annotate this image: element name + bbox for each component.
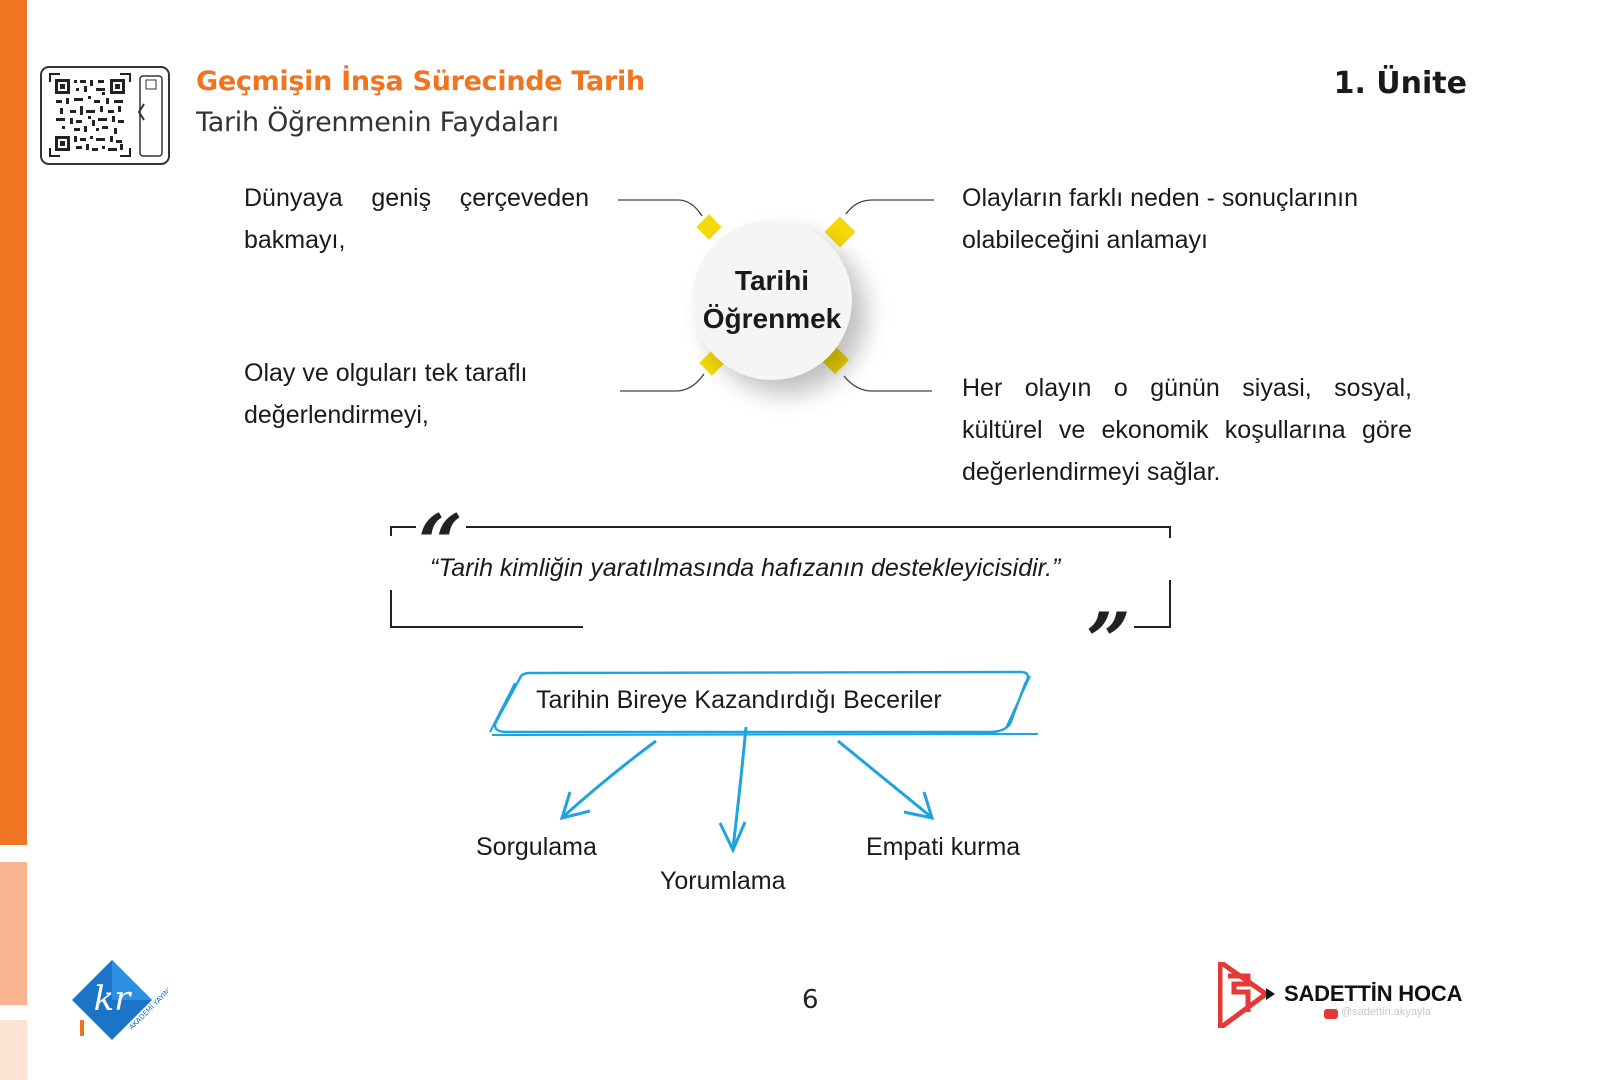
mindmap-top-left: Dünyaya geniş çerçeveden bakmayı, — [244, 184, 589, 254]
page-subtitle: Tarih Öğrenmenin Faydaları — [196, 107, 559, 138]
connector-bottom-left — [620, 373, 705, 392]
side-accent-bar-pale — [0, 1020, 27, 1080]
mindmap-bottom-left: Olay ve olguları tek taraflı değerlendir… — [244, 359, 528, 429]
unit-label: 1. Ünite — [1333, 66, 1467, 101]
arrow-sorgulama — [563, 739, 657, 818]
play-icon — [1266, 988, 1275, 1000]
connector-diamond-tr — [824, 216, 856, 248]
quote-frame-bottom — [390, 580, 1171, 628]
arrow-empati — [837, 739, 931, 818]
arrow-yorumlama — [731, 726, 748, 849]
mindmap-bottom-right: Her olayın o günün siyasi, sosyal, kültü… — [962, 374, 1412, 486]
skills-title: Tarihin Bireye Kazandırdığı Beceriler — [536, 686, 942, 714]
quote-text: “Tarih kimliğin yaratılmasında hafızanın… — [430, 554, 1061, 582]
skills-box-outline — [493, 670, 1030, 734]
mindmap-center-line-2: Öğrenmek — [702, 303, 842, 334]
skill-item: Empati kurma — [866, 833, 1021, 861]
youtube-icon — [1324, 1009, 1338, 1019]
skill-item: Sorgulama — [476, 833, 597, 861]
page-number: 6 — [802, 985, 819, 1015]
mindmap-top-right: Olayların farklı neden - sonuçlarının ol… — [962, 184, 1359, 254]
arrow-yorumlama-head — [718, 821, 747, 854]
arrow-sorgulama-head — [559, 791, 591, 821]
side-accent-bar — [0, 0, 27, 845]
brand-logo-icon — [1218, 962, 1268, 1028]
connector-bottom-right — [843, 375, 932, 392]
page-title: Geçmişin İnşa Sürecinde Tarih — [196, 66, 645, 97]
brand-handle: @sadettin.akyayla — [1341, 1006, 1432, 1018]
connector-diamond-tl — [696, 214, 722, 240]
connector-top-left — [618, 199, 703, 217]
skills-box-stroke — [489, 675, 1039, 736]
quote-open-mark: “ — [418, 498, 463, 589]
connector-top-right — [845, 199, 934, 215]
quote-close-mark: ” — [1086, 596, 1131, 687]
mindmap-center-line-1: Tarihi — [734, 265, 810, 296]
qr-code[interactable] — [40, 66, 170, 165]
brand-name: SADETTİN HOCA — [1284, 981, 1463, 1006]
publisher-logo: kr AKADEMİ YAYINLARI — [72, 960, 168, 1040]
quote-frame-top — [390, 526, 1171, 538]
side-accent-bar-light — [0, 862, 27, 1005]
mindmap-center: Tarihi Öğrenmek — [692, 220, 852, 380]
qr-code-icon — [40, 66, 170, 165]
skill-item: Yorumlama — [660, 867, 786, 895]
publisher-logo-mark: kr — [94, 979, 133, 1019]
arrow-empati-head — [903, 791, 935, 821]
